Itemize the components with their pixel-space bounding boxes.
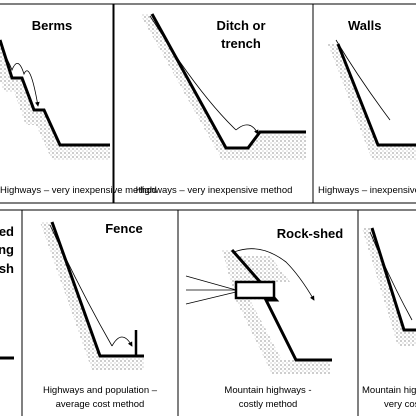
panel-caption: Highways – very inexpensive method xyxy=(0,185,157,196)
shed-structure xyxy=(234,280,276,300)
panel-caption-line1: Mountain highways - xyxy=(224,385,311,396)
fall-path-icon xyxy=(335,39,391,121)
panel-mesh: Reinforced restraining mesh xyxy=(0,209,23,416)
panel-ditch: Ditch or trench Highways – very inexpens… xyxy=(112,3,314,204)
panel-caption-line1: Highways and population – xyxy=(43,385,158,396)
panel-caption-line2: costly method xyxy=(239,399,298,410)
panel-title-line2: trench xyxy=(221,36,261,51)
panel-frame xyxy=(112,3,314,204)
panel-fence: Fence Highways and population – average … xyxy=(21,209,179,416)
fall-path-icon xyxy=(149,15,237,131)
panel-tunnel: Mountain highways - very costly method xyxy=(357,209,416,416)
panel-title: Rock-shed xyxy=(277,226,344,241)
fall-path-icon xyxy=(49,224,113,347)
panel-title-line1: Reinforced xyxy=(0,224,14,239)
slope-profile xyxy=(336,43,416,147)
panel-caption-line1: Mountain highways - xyxy=(362,385,416,396)
panel-caption: Highways – inexpensive method xyxy=(318,185,416,196)
panel-title-line2: restraining xyxy=(0,242,14,257)
ground-fill xyxy=(40,222,144,370)
ground-fill xyxy=(140,14,306,160)
fall-path-icon xyxy=(111,336,133,347)
panel-title-line3: mesh xyxy=(0,261,14,276)
panel-title: Fence xyxy=(105,221,143,236)
ground-fill xyxy=(0,40,110,160)
panel-frame xyxy=(312,3,416,204)
panel-berms: Berms Highways – very inexpensive method xyxy=(0,3,157,204)
shed-cover-fill xyxy=(236,256,290,282)
panel-caption-line2: very costly method xyxy=(384,399,416,410)
slope-profile xyxy=(150,13,306,150)
slope-profile xyxy=(50,221,144,358)
panel-frame xyxy=(0,3,115,204)
slope-profile xyxy=(0,39,110,147)
panel-walls: Walls Highways – inexpensive method xyxy=(312,3,416,204)
traffic-arrows-icon xyxy=(185,275,237,305)
panel-title: Berms xyxy=(32,18,72,33)
fall-path-icon xyxy=(235,124,259,135)
ground-fill xyxy=(328,44,416,160)
panel-rockshed: Rock-shed Mountain highways - costly met… xyxy=(177,209,359,416)
panel-caption: Highways – very inexpensive method xyxy=(136,185,293,196)
panel-caption-line2: average cost method xyxy=(56,399,145,410)
panel-frame xyxy=(357,209,416,416)
panel-frame xyxy=(0,209,23,416)
panel-title: Walls xyxy=(348,18,381,33)
fall-path-icon xyxy=(1,49,40,107)
fall-path-icon xyxy=(369,231,413,321)
panel-title-line1: Ditch or xyxy=(216,18,265,33)
fall-path-icon xyxy=(233,248,315,301)
